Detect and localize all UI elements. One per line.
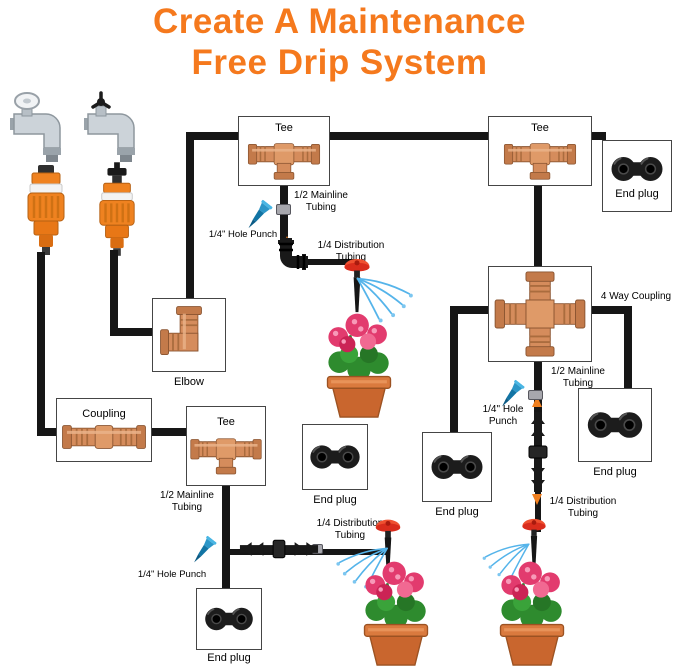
tee-top-left-box: Tee [238,116,330,186]
tee-fitting-icon [190,430,262,476]
mainline-tubing-label-2: 1/2 Mainline Tubing [551,366,605,389]
end-plug-top-right-label: End plug [615,188,659,201]
end-plug-mid-left-box [302,424,368,490]
hole-punch-label-1: 1/4" Hole Punch [208,229,278,240]
mainline-tubing-label-1: 1/2 Mainline Tubing [294,190,348,213]
mainline-tubing-label-3: 1/2 Mainline Tubing [160,490,214,513]
page-title: Create A Maintenance Free Drip System [0,2,679,84]
title-line-2: Free Drip System [191,42,488,82]
barbed-coupling-icon [238,533,320,565]
potted-geranium-icon [350,540,442,666]
tee-fitting-icon [242,136,326,180]
faucet2-feed-vertical [110,250,118,336]
elbow-fitting-icon [157,303,221,367]
potted-geranium-icon [486,540,578,666]
tee3-drop-tubing [222,484,230,590]
faucet1-feed-horizontal [37,428,59,436]
coupling-label: Coupling [82,408,126,421]
mainline-tubing-top [186,132,606,140]
distribution-tubing-label-3: 1/4 Distribution Tubing [549,496,617,519]
mainline-riser-left [186,132,194,302]
end-plug-mid-left-label: End plug [313,494,357,506]
end-plug-mid-label: End plug [435,506,479,518]
punched-hole-connector [528,390,543,400]
end-plug-right-label: End plug [593,466,637,478]
hole-punch-label-3: 1/4" Hole Punch [137,569,207,580]
tee1-drop-tubing [280,186,288,246]
distribution-tubing-label-1: 1/4 Distribution Tubing [317,240,385,263]
potted-geranium-icon [314,288,404,422]
mainline-drop-right [534,358,542,414]
fourway-right-horizontal [590,306,632,314]
hole-punch-icon [185,532,221,569]
end-plug-icon [607,151,667,187]
hole-punch-label-2: 1/4" Hole Punch [482,404,524,427]
hose-quick-connector-valve-icon [96,162,138,258]
faucet2-feed-horizontal [110,328,156,336]
end-plug-bottom-box [196,588,262,650]
end-plug-icon [201,601,257,637]
distribution-tubing-label-2: 1/4 Distribution Tubing [316,518,384,541]
distribution-tubing-1 [296,259,356,265]
barbed-coupling-vertical-icon [520,410,556,494]
tee-top-left-label: Tee [275,122,293,135]
fourway-right-vertical [624,306,632,390]
end-plug-bottom-label: End plug [207,652,251,664]
title-line-1: Create A Maintenance [152,2,527,41]
punched-hole-connector [276,204,291,215]
end-plug-mid-box [422,432,492,502]
four-way-coupling-label: 4 Way Coupling [600,291,672,302]
fourway-left-vertical [450,306,458,434]
coupling-fitting-icon [61,422,147,452]
coupling-to-tee-tubing [150,428,190,436]
faucet-lever-handle-icon [84,90,144,166]
tee-fitting-icon [494,136,586,180]
end-plug-right-box [578,388,652,462]
four-way-fitting-icon [492,271,588,357]
fourway-left-horizontal [450,306,490,314]
tee-top-right-label: Tee [531,122,549,135]
elbow-box [152,298,226,372]
end-plug-top-right-box: End plug [602,140,672,212]
insert-arrow-icon [532,494,542,505]
tee-top-right-box: Tee [488,116,592,186]
end-plug-icon [583,404,647,446]
four-way-coupling-box [488,266,592,362]
insert-arrow-icon [532,396,542,407]
faucet-round-handle-icon [10,90,70,166]
coupling-box: Coupling [56,398,152,462]
tee-middle-label: Tee [217,416,235,429]
faucet1-feed-vertical [37,252,45,436]
end-plug-icon [427,447,487,487]
barbed-elbow-icon [258,236,310,282]
tee2-drop-tubing [534,186,542,268]
elbow-label: Elbow [174,376,204,388]
hose-quick-connector-icon [24,164,68,258]
tee-middle-box: Tee [186,406,266,486]
end-plug-icon [306,438,364,476]
